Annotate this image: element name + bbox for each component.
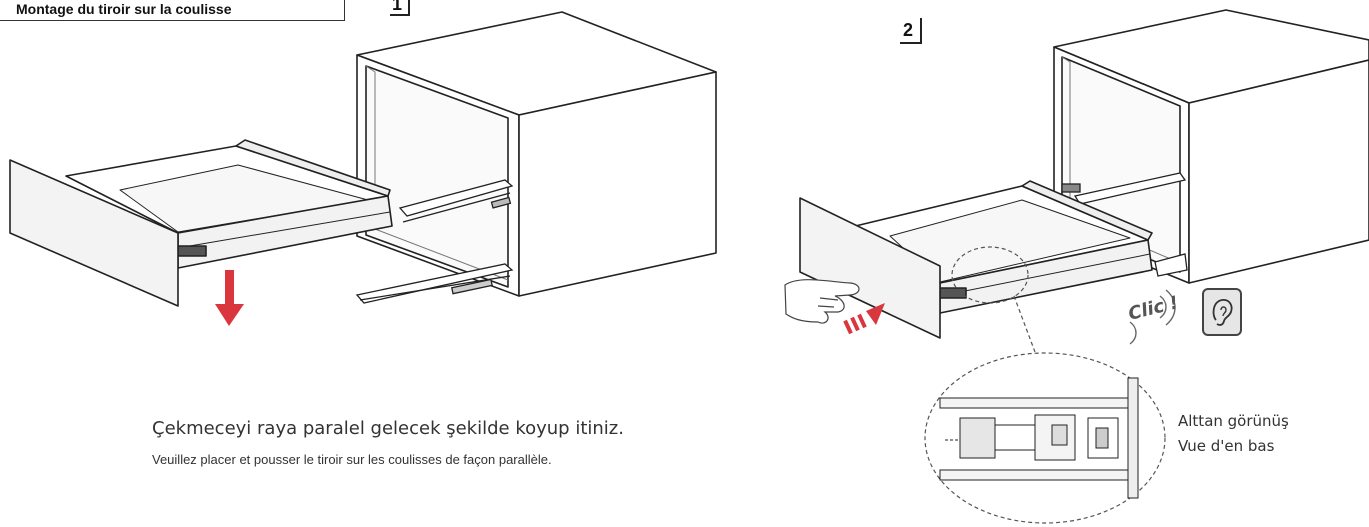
section-title: Montage du tiroir sur la coulisse	[16, 1, 232, 17]
step-number-1: 1	[392, 0, 403, 14]
callout-circle	[951, 246, 1029, 304]
rails-step2	[1061, 172, 1188, 277]
cabinet-step1	[356, 11, 717, 297]
bottom-view-label-turkish: Alttan görünüş	[1178, 412, 1289, 430]
push-arrow	[843, 303, 885, 335]
down-arrow	[215, 270, 244, 326]
caption-turkish: Çekmeceyi raya paralel gelecek şekilde k…	[152, 418, 624, 439]
sound-waves	[1129, 289, 1176, 345]
rails-step1	[355, 179, 514, 304]
step-number-1-bar	[408, 0, 410, 16]
detail-view	[924, 352, 1166, 524]
drawer-step2	[799, 180, 1153, 339]
bottom-view-label-french: Vue d'en bas	[1178, 437, 1275, 455]
step-number-2: 2	[903, 20, 914, 40]
section-title-box: Montage du tiroir sur la coulisse	[0, 0, 345, 21]
step-number-2-underline	[900, 42, 920, 44]
hand-icon	[784, 279, 860, 324]
ear-icon	[1202, 288, 1242, 336]
drawer-step1	[9, 139, 393, 307]
caption-french: Veuillez placer et pousser le tiroir sur…	[152, 452, 552, 467]
step-number-1-underline	[390, 14, 408, 16]
step-number-2-bar	[920, 18, 922, 44]
